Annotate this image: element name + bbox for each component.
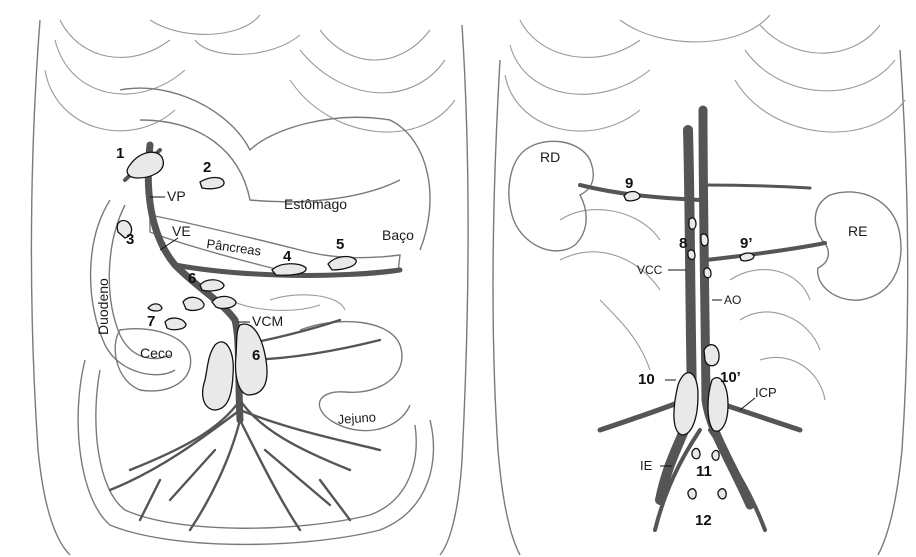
node-10 <box>674 373 698 435</box>
node-2 <box>200 178 224 189</box>
label-rd: RD <box>540 149 560 165</box>
node-12a <box>688 489 696 499</box>
label-1: 1 <box>116 145 124 162</box>
label-5: 5 <box>336 236 344 253</box>
label-11: 11 <box>696 463 712 480</box>
vena-cava <box>660 130 692 500</box>
node-5 <box>328 257 356 270</box>
label-3: 3 <box>126 231 134 248</box>
node-8d <box>704 268 711 278</box>
label-12: 12 <box>695 512 712 529</box>
label-10p: 10’ <box>720 369 741 386</box>
right-panel-left-outline <box>493 60 520 555</box>
left-panel: 1 2 3 4 5 6 6 7 VP VE VCM Estômago Pâncr… <box>31 15 468 555</box>
label-4: 4 <box>283 248 292 265</box>
label-vp: VP <box>167 188 186 204</box>
right-panel: RD RE 9 9’ 8 VCC AO 10 10’ ICP IE 11 12 <box>493 15 908 555</box>
label-2: 2 <box>203 159 211 176</box>
label-8: 8 <box>679 235 687 252</box>
label-jejuno: Jejuno <box>337 409 376 427</box>
node-8a <box>689 218 696 229</box>
aorta <box>703 110 750 505</box>
stomach-outline <box>120 88 430 250</box>
node-1 <box>127 152 163 178</box>
mesenteric-upper <box>705 185 810 188</box>
label-ao: AO <box>724 293 741 307</box>
left-body-outline <box>31 20 70 555</box>
label-ve: VE <box>172 223 191 239</box>
right-body-outline <box>440 25 468 555</box>
node-aortic <box>704 345 719 366</box>
node-4 <box>272 264 306 276</box>
label-re: RE <box>848 223 867 239</box>
left-lymph-nodes <box>117 152 356 410</box>
node-12b <box>718 489 726 499</box>
node-6b <box>183 297 204 310</box>
label-ie: IE <box>640 458 653 473</box>
label-duodeno: Duodeno <box>95 278 111 335</box>
node-7b <box>165 318 186 330</box>
label-pancreas: Pâncreas <box>206 236 263 259</box>
node-6c <box>212 296 236 308</box>
label-6a: 6 <box>188 270 196 287</box>
node-7a <box>148 304 162 311</box>
label-ceco: Ceco <box>140 345 173 361</box>
node-8b <box>701 234 708 246</box>
left-renal-vessel <box>706 243 825 260</box>
label-icp: ICP <box>755 385 777 400</box>
node-mesenteric-1 <box>203 342 234 410</box>
label-9p: 9’ <box>740 235 753 252</box>
ribcage <box>45 15 455 132</box>
label-7: 7 <box>147 313 155 330</box>
right-common-iliac <box>600 400 685 430</box>
node-11a <box>692 448 700 458</box>
label-10: 10 <box>638 371 655 388</box>
node-11b <box>712 450 719 460</box>
node-9 <box>624 192 640 201</box>
label-baco: Baço <box>382 227 414 243</box>
right-panel-right-outline <box>878 50 908 555</box>
node-9p <box>740 253 754 261</box>
label-vcc: VCC <box>637 263 663 277</box>
label-vcm: VCM <box>252 313 283 329</box>
left-kidney <box>815 192 901 300</box>
node-8c <box>688 250 695 259</box>
label-9: 9 <box>625 175 633 192</box>
label-estomago: Estômago <box>284 196 347 212</box>
label-6b: 6 <box>252 347 260 364</box>
node-6a <box>200 280 224 291</box>
